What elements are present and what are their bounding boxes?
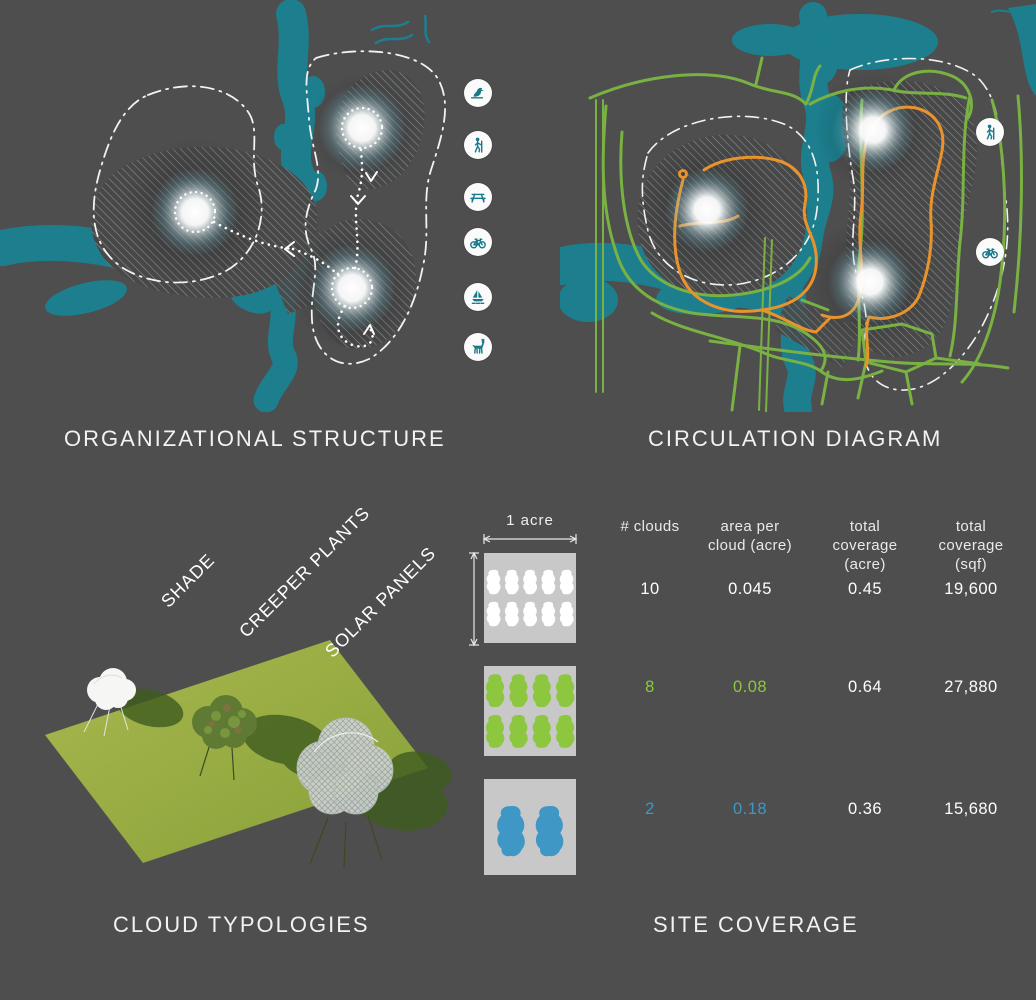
cell-area-per-cloud: 0.08 xyxy=(732,678,768,696)
cloud-swatch-green xyxy=(484,666,576,756)
picnic-table-icon xyxy=(464,183,492,211)
cloud-typologies-title: CLOUD TYPOLOGIES xyxy=(113,912,370,937)
circulation-diagram-title: CIRCULATION DIAGRAM xyxy=(648,426,943,451)
zone-boundaries xyxy=(92,50,446,365)
vertical-dimension-line xyxy=(469,551,479,647)
coverage-row-green: 8 0.08 0.64 27,880 xyxy=(612,678,1024,697)
cloud-swatch-white xyxy=(484,553,576,643)
cell-clouds: 8 xyxy=(645,678,655,696)
cell-area-per-cloud: 0.045 xyxy=(728,580,772,598)
circulation-diagram-map xyxy=(560,2,1036,412)
activity-nodes xyxy=(151,84,406,332)
cell-total-acre: 0.36 xyxy=(847,800,883,818)
coverage-row-blue: 2 0.18 0.36 15,680 xyxy=(612,800,1024,819)
coverage-row-white: 10 0.045 0.45 19,600 xyxy=(612,580,1024,599)
cell-total-acre: 0.64 xyxy=(847,678,883,696)
hiker-icon xyxy=(976,118,1004,146)
zone-boundaries xyxy=(641,57,1009,391)
site-coverage-title: SITE COVERAGE xyxy=(653,912,859,937)
cell-clouds: 10 xyxy=(640,580,660,598)
coverage-table-header: # clouds area per cloud (acre) total cov… xyxy=(612,517,1024,575)
header-num-clouds: # clouds xyxy=(620,518,680,535)
solar-panels-cloud xyxy=(296,717,394,869)
horizontal-dimension-line xyxy=(482,534,578,544)
cell-clouds: 2 xyxy=(645,800,655,818)
bicycle-icon xyxy=(464,228,492,256)
organizational-structure-title: ORGANIZATIONAL STRUCTURE xyxy=(64,426,446,451)
cell-total-sqf: 15,680 xyxy=(944,800,998,818)
cloud-typologies-render xyxy=(45,640,452,869)
header-total-coverage-sqf: total coverage (sqf) xyxy=(938,518,1004,574)
creeper-plants-cloud xyxy=(192,695,257,781)
sailboat-icon xyxy=(464,283,492,311)
shade-cloud xyxy=(83,668,136,737)
organizational-structure-map xyxy=(0,0,446,412)
cell-area-per-cloud: 0.18 xyxy=(732,800,768,818)
cell-total-sqf: 27,880 xyxy=(944,678,998,696)
one-acre-label: 1 acre xyxy=(506,512,554,529)
hiker-icon xyxy=(464,131,492,159)
activity-nodes xyxy=(665,88,915,324)
cloud-swatch-blue xyxy=(484,779,576,875)
bird-icon xyxy=(464,79,492,107)
connector-route xyxy=(212,144,378,348)
green-trail-network xyxy=(588,56,1023,412)
cell-total-sqf: 19,600 xyxy=(944,580,998,598)
shade-label: SHADE xyxy=(157,549,219,612)
header-area-per-cloud: area per cloud (acre) xyxy=(708,518,792,555)
header-total-coverage-acre: total coverage (acre) xyxy=(832,518,898,574)
cell-total-acre: 0.45 xyxy=(847,580,883,598)
bicycle-icon xyxy=(976,238,1004,266)
deer-icon xyxy=(464,333,492,361)
grass-field xyxy=(45,640,428,863)
